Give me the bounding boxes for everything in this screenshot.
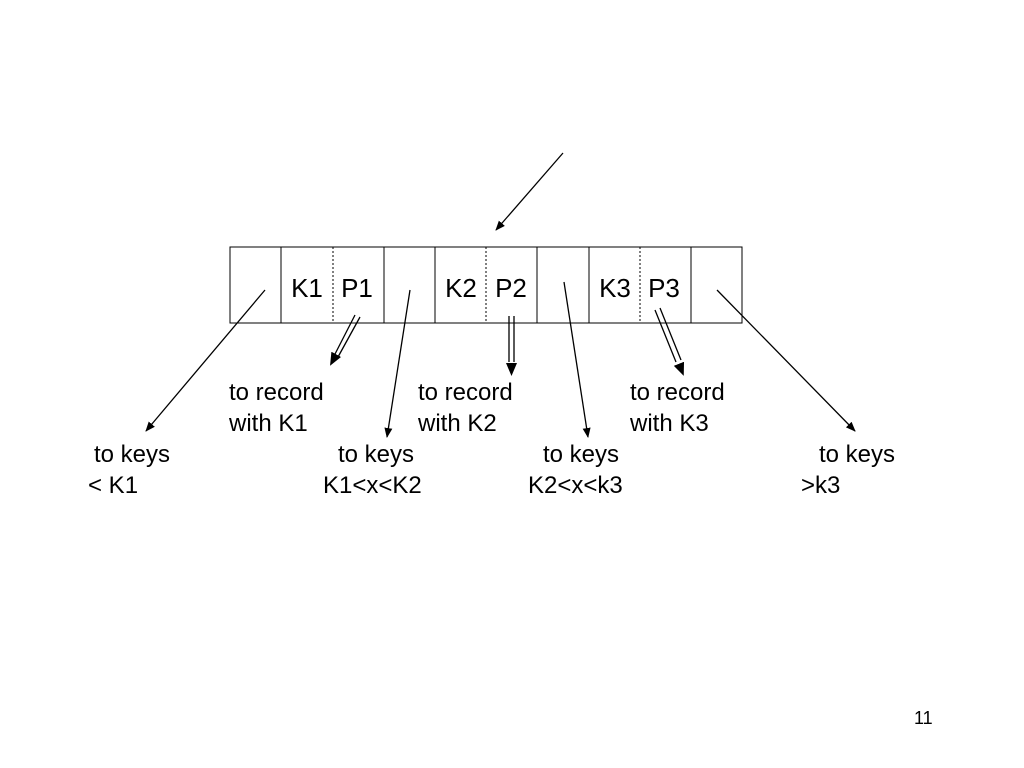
key-range-line2: K2<x<k3 [528, 472, 623, 499]
key-k2: K2 [445, 273, 477, 303]
pointer-p2: P2 [495, 273, 527, 303]
child-arrow-less-k1 [145, 289, 266, 432]
key-range-label-k1-k2: to keys K1<x<K2 [323, 439, 422, 501]
key-range-line2: < K1 [88, 472, 139, 499]
key-k1: K1 [291, 273, 323, 303]
key-range-label-k2-k3: to keys K2<x<k3 [528, 439, 623, 501]
record-label-k1: to record with K1 [229, 377, 324, 439]
child-arrow-k2-k3 [563, 281, 591, 438]
key-range-line1: to keys [338, 441, 415, 468]
record-arrow-p2 [506, 316, 517, 376]
page-number: 11 [914, 708, 933, 728]
btree-node: K1 P1 K2 P2 K3 P3 [229, 246, 743, 324]
pointer-p1: P1 [341, 273, 373, 303]
record-label-line1: to record [630, 379, 725, 406]
key-range-line1: to keys [543, 441, 620, 468]
child-arrow-greater-k3 [716, 289, 856, 432]
record-label-line2: with K1 [229, 410, 308, 437]
key-k3: K3 [599, 273, 631, 303]
key-range-line2: >k3 [801, 472, 841, 499]
record-label-k2: to record with K2 [418, 377, 513, 439]
record-label-line2: with K3 [630, 410, 709, 437]
key-range-label-greater-k3: to keys >k3 [801, 439, 895, 501]
record-label-line1: to record [229, 379, 324, 406]
child-arrow-k1-k2 [384, 289, 411, 438]
record-label-line2: with K2 [418, 410, 497, 437]
record-arrow-p1 [330, 314, 361, 366]
key-range-label-less-k1: to keys < K1 [88, 439, 170, 501]
record-label-line1: to record [418, 379, 513, 406]
key-range-line1: to keys [819, 441, 896, 468]
record-label-k3: to record with K3 [630, 377, 725, 439]
record-arrow-p3 [654, 307, 685, 376]
pointer-p3: P3 [648, 273, 680, 303]
key-range-line2: K1<x<K2 [323, 472, 422, 499]
key-range-line1: to keys [94, 441, 171, 468]
incoming-pointer-arrow [495, 152, 564, 231]
